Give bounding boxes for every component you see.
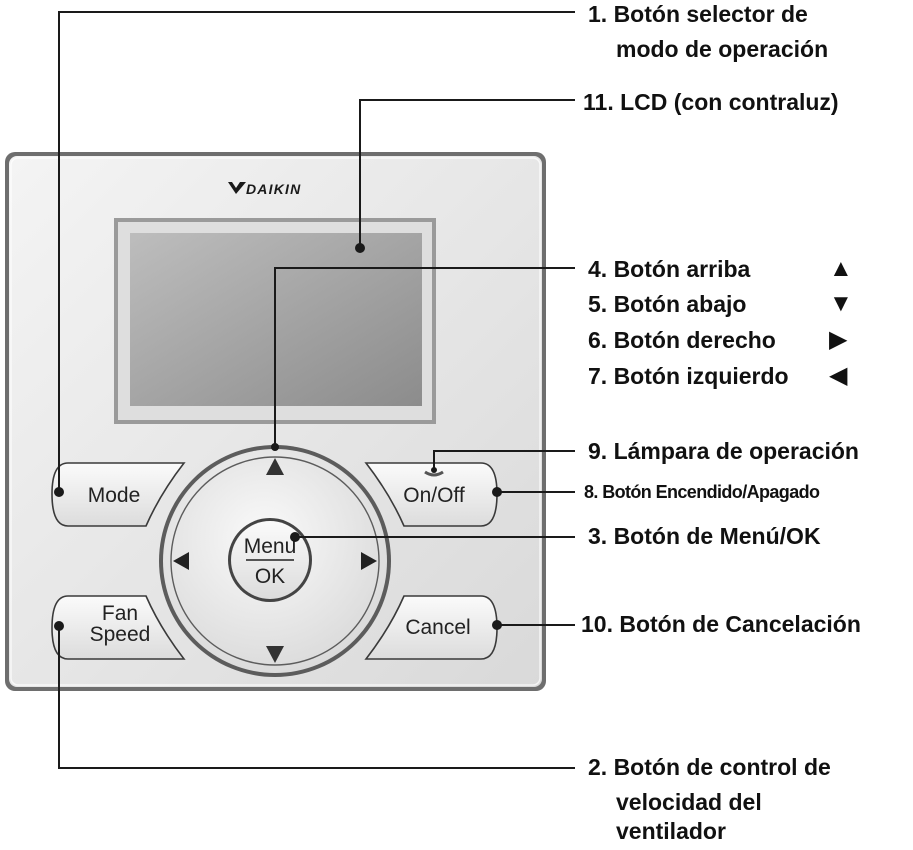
on-off-button[interactable]: On/Off bbox=[364, 462, 498, 527]
up-arrow-icon: ▲ bbox=[829, 255, 853, 282]
cancel-button[interactable]: Cancel bbox=[364, 595, 498, 660]
right-arrow-icon: ▶ bbox=[829, 326, 848, 353]
ok-label: OK bbox=[255, 565, 285, 588]
right-button[interactable] bbox=[361, 552, 377, 570]
label-right: 6. Botón derecho bbox=[588, 327, 776, 353]
mode-button[interactable]: Mode bbox=[51, 462, 186, 527]
down-button[interactable] bbox=[266, 646, 284, 663]
label-lamp: 9. Lámpara de operación bbox=[588, 438, 859, 464]
menu-ok-button[interactable]: Menu OK bbox=[228, 518, 312, 602]
operation-lamp bbox=[424, 470, 444, 477]
label-on-off: 8. Botón Encendido/Apagado bbox=[584, 482, 820, 502]
label-mode-selector-1: 1. Botón selector de bbox=[588, 1, 808, 27]
label-down: 5. Botón abajo bbox=[588, 291, 747, 317]
label-fan-speed-2: velocidad del bbox=[616, 789, 762, 815]
fan-speed-label-line1: Fan bbox=[102, 602, 138, 625]
cancel-button-label: Cancel bbox=[405, 616, 470, 639]
label-cancel: 10. Botón de Cancelación bbox=[581, 611, 861, 637]
label-fan-speed-3: ventilador bbox=[616, 818, 726, 844]
left-button[interactable] bbox=[173, 552, 189, 570]
menu-label: Menu bbox=[244, 535, 297, 558]
down-arrow-icon: ▼ bbox=[829, 290, 853, 317]
daikin-logo: DAIKIN bbox=[228, 181, 301, 197]
leader-dots bbox=[54, 243, 502, 631]
mode-button-label: Mode bbox=[88, 484, 141, 507]
label-menu-ok: 3. Botón de Menú/OK bbox=[588, 523, 821, 549]
label-lcd: 11. LCD (con contraluz) bbox=[583, 89, 839, 115]
fan-speed-label-line2: Speed bbox=[90, 623, 151, 646]
leader-lcd bbox=[359, 99, 575, 248]
left-arrow-icon: ◀ bbox=[829, 362, 848, 389]
leader-mode bbox=[58, 11, 575, 492]
leader-lamp bbox=[433, 450, 575, 470]
label-mode-selector-2: modo de operación bbox=[616, 36, 829, 62]
label-up: 4. Botón arriba bbox=[588, 256, 751, 282]
leader-fan-speed bbox=[58, 626, 575, 769]
label-fan-speed-1: 2. Botón de control de bbox=[588, 754, 831, 780]
leader-direction bbox=[274, 267, 575, 447]
up-button[interactable] bbox=[266, 458, 284, 475]
logo-text: DAIKIN bbox=[246, 181, 301, 197]
label-left: 7. Botón izquierdo bbox=[588, 363, 789, 389]
on-off-button-label: On/Off bbox=[403, 484, 465, 507]
leader-lines bbox=[58, 11, 575, 769]
fan-speed-button[interactable]: Fan Speed bbox=[51, 595, 186, 660]
